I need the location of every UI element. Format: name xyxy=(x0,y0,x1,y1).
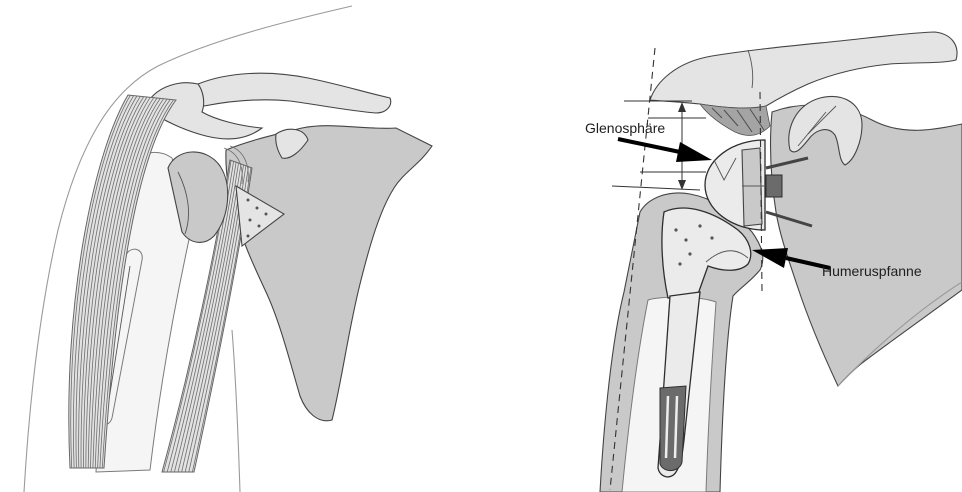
cup-dot xyxy=(710,236,713,239)
peg-block xyxy=(766,175,782,197)
glenosphere-pointer: Glenosphäre xyxy=(585,120,712,162)
glenoid-dot xyxy=(258,225,261,228)
glenoid-dot xyxy=(247,235,250,238)
baseplate xyxy=(742,148,762,226)
scapula xyxy=(226,126,432,421)
humeral-stem-distal xyxy=(660,386,686,471)
glenosphere-label: Glenosphäre xyxy=(585,120,665,136)
glenoid-dot xyxy=(247,199,250,202)
cup-dot xyxy=(688,252,691,255)
cup-dot xyxy=(674,228,677,231)
cup-dot xyxy=(684,238,687,241)
dimension-line xyxy=(612,186,700,190)
right-panel-reverse-prosthesis: Glenosphäre Humeruspfanne xyxy=(585,32,962,492)
pointer-arrowhead xyxy=(676,142,712,162)
glenoid-dot xyxy=(265,213,268,216)
cup-dot xyxy=(678,262,681,265)
clavicle xyxy=(195,73,391,113)
acromion-hatch-area xyxy=(700,104,770,135)
glenoid-dot xyxy=(249,219,252,222)
dimension-arrowhead xyxy=(678,180,686,190)
humeral-cup-label: Humeruspfanne xyxy=(822,263,922,279)
arm-contour xyxy=(232,330,240,492)
left-panel-shoulder xyxy=(24,6,432,492)
cup-dot xyxy=(698,224,701,227)
clavicle-acromion xyxy=(650,32,957,108)
dimension-arrowhead xyxy=(678,102,686,112)
glenoid-dot xyxy=(256,207,259,210)
acromion-undersurface xyxy=(700,104,770,135)
pointer-arrow-shaft xyxy=(618,139,680,152)
